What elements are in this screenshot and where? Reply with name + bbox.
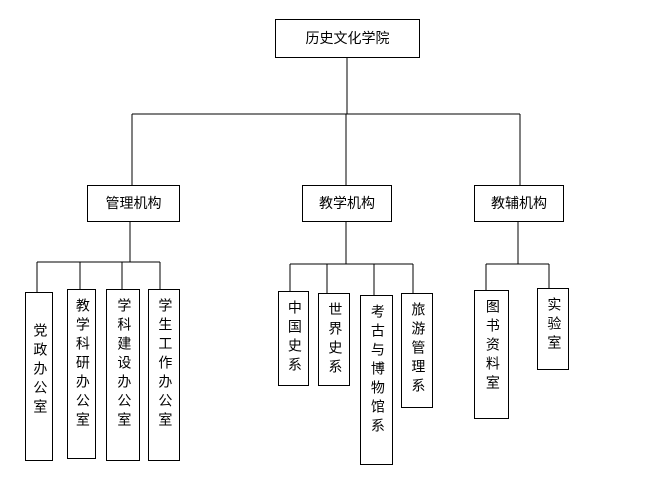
unit-node: 中国史系 — [278, 291, 309, 386]
unit-label: 学生工作办公室 — [156, 298, 173, 431]
unit-node: 世界史系 — [318, 293, 350, 386]
unit-node: 考古与博物馆系 — [360, 295, 393, 465]
unit-label: 图书资料室 — [483, 299, 500, 394]
unit-node: 学科建设办公室 — [106, 289, 140, 461]
unit-node: 图书资料室 — [474, 290, 509, 419]
unit-label: 实验室 — [545, 297, 562, 354]
unit-label: 考古与博物馆系 — [368, 304, 385, 437]
root-node: 历史文化学院 — [275, 19, 420, 58]
branch-node-auxiliary: 教辅机构 — [474, 185, 564, 222]
branch-node-teaching: 教学机构 — [302, 185, 392, 222]
branch-label: 教辅机构 — [491, 195, 547, 212]
branch-label: 管理机构 — [105, 195, 162, 212]
branch-node-management: 管理机构 — [87, 185, 180, 222]
unit-label: 旅游管理系 — [409, 302, 426, 397]
unit-label: 世界史系 — [326, 302, 343, 378]
unit-label: 学科建设办公室 — [115, 298, 132, 431]
unit-node: 教学科研办公室 — [67, 289, 96, 459]
unit-label: 教学科研办公室 — [73, 298, 90, 431]
unit-node: 学生工作办公室 — [148, 289, 180, 461]
root-label: 历史文化学院 — [305, 30, 390, 47]
unit-label: 党政办公室 — [31, 323, 48, 418]
unit-node: 实验室 — [537, 288, 569, 370]
unit-label: 中国史系 — [285, 300, 302, 376]
branch-label: 教学机构 — [319, 195, 375, 212]
unit-node: 党政办公室 — [25, 292, 53, 461]
unit-node: 旅游管理系 — [401, 293, 433, 408]
